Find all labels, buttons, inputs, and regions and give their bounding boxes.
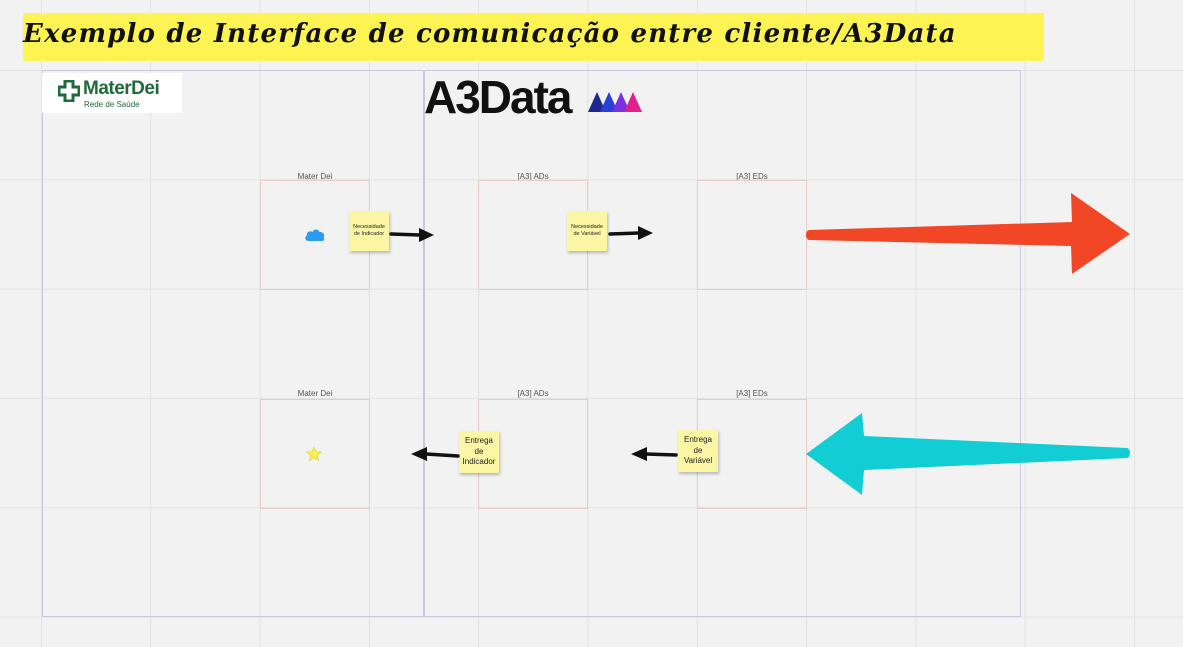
materdei-logo: MaterDei Rede de Saúde	[42, 73, 182, 113]
lane-label-bottom-materdei: Mater Dei	[297, 389, 333, 398]
sticky-entrega-indicador[interactable]: Entrega de Indicador	[459, 431, 499, 473]
board-frame[interactable]	[42, 70, 1021, 617]
materdei-logo-name: MaterDei	[83, 78, 160, 99]
a3data-mountains-icon	[588, 92, 642, 112]
arrow-left-icon	[631, 447, 678, 461]
a3data-logo-text: A3Data	[424, 71, 573, 123]
arrow-right-icon	[608, 226, 653, 240]
page-title: Exemplo de Interface de comunicação entr…	[23, 19, 957, 49]
sticky-entrega-variavel[interactable]: Entrega de Variável	[678, 430, 718, 472]
title-banner: Exemplo de Interface de comunicação entr…	[23, 13, 1044, 61]
arrow-left-icon	[411, 447, 460, 461]
star-icon[interactable]	[306, 446, 322, 462]
cloud-icon[interactable]	[304, 228, 326, 242]
lane-label-top-materdei: Mater Dei	[297, 172, 333, 181]
arrow-right-icon	[389, 228, 434, 242]
big-teal-arrow[interactable]	[806, 413, 1130, 495]
lane-bottom-materdei[interactable]	[260, 399, 370, 509]
lane-label-top-eds: [A3] EDs	[736, 172, 768, 181]
big-orange-arrow[interactable]	[806, 193, 1130, 274]
frame-divider	[423, 70, 425, 617]
lane-label-bottom-eds: [A3] EDs	[736, 389, 768, 398]
sticky-necessidade-indicador[interactable]: Necessidade de Indicador	[349, 211, 389, 251]
lane-label-bottom-ads: [A3] ADs	[517, 389, 549, 398]
materdei-logo-subtitle: Rede de Saúde	[84, 100, 140, 109]
medical-cross-icon	[58, 80, 80, 102]
lane-label-top-ads: [A3] ADs	[517, 172, 549, 181]
sticky-necessidade-variavel[interactable]: Necessidade de Variável	[567, 211, 607, 251]
